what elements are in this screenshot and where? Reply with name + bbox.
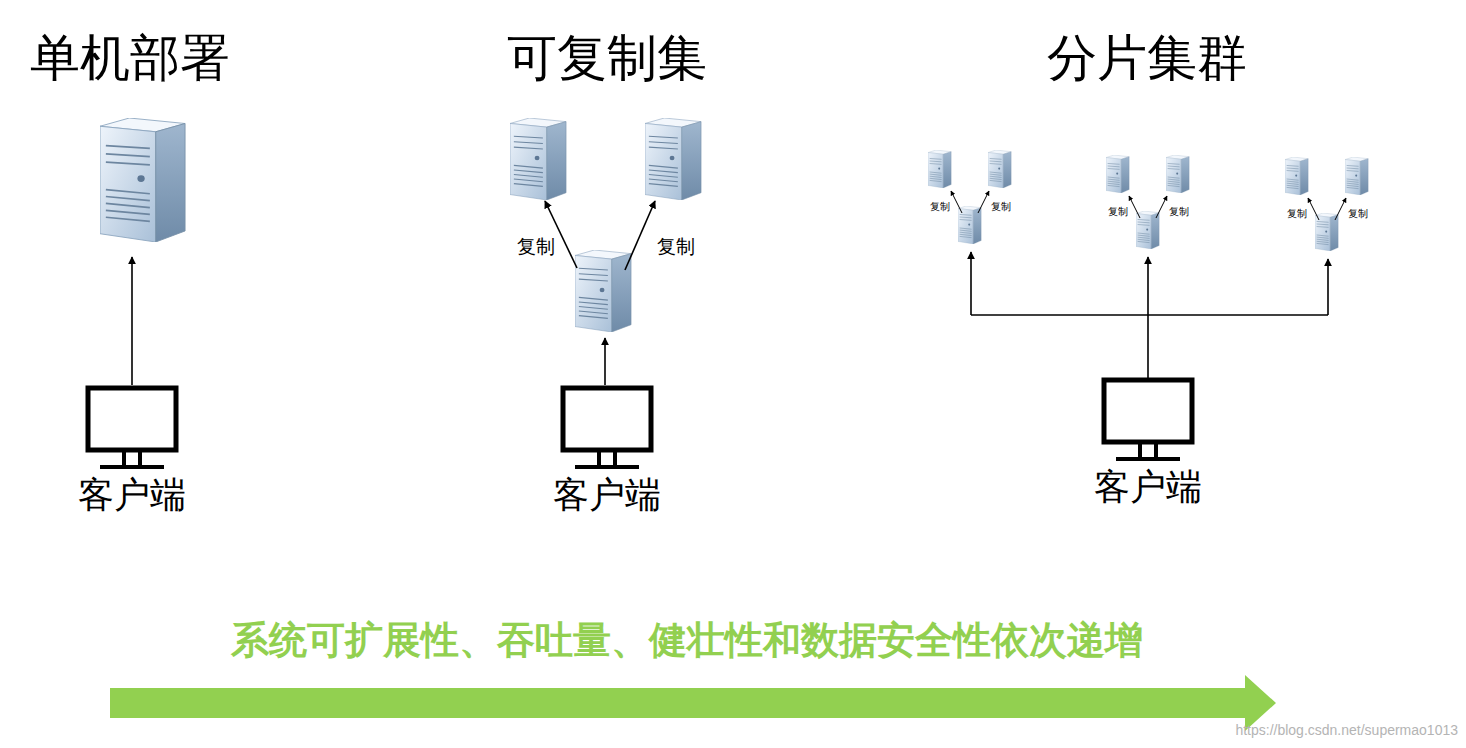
summary-text: 系统可扩展性、吞吐量、健壮性和数据安全性依次递增 xyxy=(231,619,1143,663)
server-icon xyxy=(988,150,1011,188)
monitor-icon xyxy=(559,385,655,473)
replication-arrow xyxy=(978,191,989,213)
replication-arrow xyxy=(1335,198,1346,220)
client-node: 客户端 xyxy=(537,385,677,516)
server-icon xyxy=(100,118,185,242)
client-node: 客户端 xyxy=(1078,377,1218,508)
progress-arrow xyxy=(110,675,1276,731)
shard-group xyxy=(1285,157,1368,251)
monitor-screen xyxy=(1104,380,1192,442)
monitor-stand xyxy=(1116,443,1180,459)
server-icon xyxy=(928,150,951,188)
column-heading: 单机部署 xyxy=(30,30,230,88)
server-icon xyxy=(575,250,631,332)
replication-arrow xyxy=(1156,196,1167,218)
replication-arrow xyxy=(625,201,655,270)
server-icon xyxy=(645,118,701,200)
monitor-stand xyxy=(575,451,639,467)
router-arrow xyxy=(1327,259,1329,315)
router-wire xyxy=(971,314,1328,316)
replication-arrow xyxy=(545,201,577,268)
column-heading: 可复制集 xyxy=(507,30,707,88)
edge-label: 复制 xyxy=(657,236,695,258)
server-icon xyxy=(1166,155,1189,193)
server-icon xyxy=(1285,157,1308,195)
edge-label: 复制 xyxy=(991,201,1011,213)
shard-group xyxy=(1106,155,1189,249)
router-arrow xyxy=(970,252,972,315)
node-label: 客户端 xyxy=(553,473,661,516)
shard-group xyxy=(928,150,1011,244)
replication-arrow xyxy=(1308,198,1319,220)
edge-label: 复制 xyxy=(1108,206,1128,218)
edge-label: 复制 xyxy=(1287,208,1307,220)
edge-label: 复制 xyxy=(517,236,555,258)
replication-arrow xyxy=(1129,196,1140,218)
edge-label: 复制 xyxy=(930,201,950,213)
monitor-screen xyxy=(563,388,651,450)
edge-label: 复制 xyxy=(1169,206,1189,218)
client-node: 客户端 xyxy=(62,385,202,516)
node-label: 客户端 xyxy=(1094,465,1202,508)
watermark: https://blog.csdn.net/supermao1013 xyxy=(1235,722,1458,738)
monitor-stand xyxy=(100,451,164,467)
client-arrow xyxy=(604,338,606,385)
monitor-screen xyxy=(88,388,176,450)
router-wire xyxy=(1147,315,1149,378)
node-label: 客户端 xyxy=(78,473,186,516)
monitor-icon xyxy=(84,385,180,473)
edge-label: 复制 xyxy=(1348,208,1368,220)
client-arrow xyxy=(131,257,133,385)
server-icon xyxy=(1106,155,1129,193)
monitor-icon xyxy=(1100,377,1196,465)
router-arrow xyxy=(1147,257,1149,315)
server-icon xyxy=(510,118,566,200)
server-icon xyxy=(1345,157,1368,195)
column-heading: 分片集群 xyxy=(1047,30,1247,88)
replication-arrow xyxy=(951,191,962,213)
